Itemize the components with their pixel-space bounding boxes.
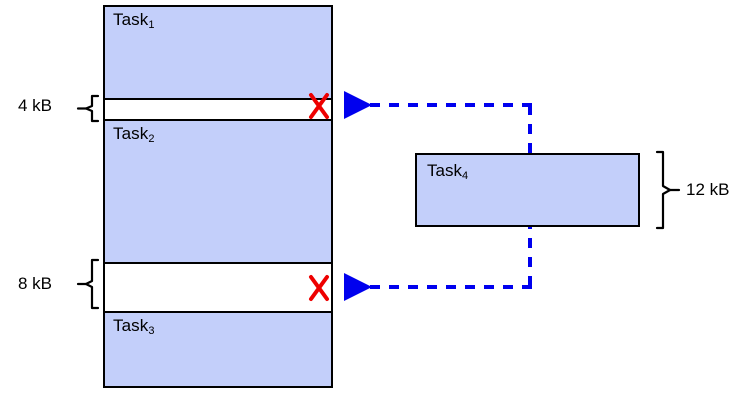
memory-segment-task1: Task1 <box>105 7 331 98</box>
segment-divider-1 <box>105 98 331 100</box>
size-label-task4: 12 kB <box>686 180 730 199</box>
memory-segment-task2-label: Task2 <box>113 124 155 145</box>
incoming-task4-label: Task4 <box>427 161 469 182</box>
brace-task4-size <box>655 150 672 230</box>
incoming-task4-block: Task4 <box>415 153 640 227</box>
memory-segment-task1-label: Task1 <box>113 10 155 31</box>
main-memory-column: Task1 Task2 Task3 <box>103 5 333 388</box>
memory-segment-task2: Task2 <box>105 121 331 262</box>
memory-hole-4kb <box>105 100 331 119</box>
segment-divider-4 <box>105 311 331 313</box>
size-label-hole-4kb: 4 kB <box>18 96 53 115</box>
memory-segment-task3-label: Task3 <box>113 316 155 337</box>
memory-hole-8kb <box>105 264 331 311</box>
size-label-hole-8kb: 8 kB <box>18 274 53 293</box>
brace-hole-8kb <box>84 258 100 310</box>
segment-divider-3 <box>105 262 331 264</box>
segment-divider-2 <box>105 119 331 121</box>
memory-segment-task3: Task3 <box>105 313 331 386</box>
brace-hole-4kb <box>84 94 100 123</box>
